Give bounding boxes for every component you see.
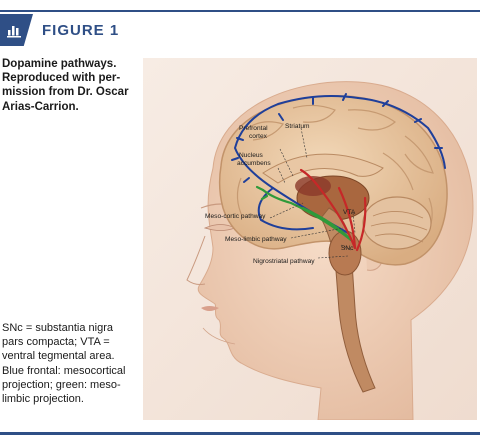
label-snc: SNc xyxy=(341,245,354,252)
bar-chart-icon xyxy=(7,26,21,38)
footnote-line: projection; green: meso- xyxy=(2,378,121,391)
footnote-line: SNc = substantia nigra xyxy=(2,322,113,334)
figure-caption: Dopamine pathways. Reproduced with per- … xyxy=(2,57,132,114)
label-nigrostriatal-pathway: Nigrostriatal pathway xyxy=(253,258,315,265)
footnote-line: pars compacta; VTA = xyxy=(2,336,110,349)
lips xyxy=(201,306,219,311)
label-mesocortic-pathway: Meso-cortic pathway xyxy=(205,213,266,220)
caption-line: Reproduced with per- xyxy=(2,72,121,85)
mesolimbic-pathway xyxy=(255,185,353,242)
label-prefrontal-cortex: Prefrontal xyxy=(239,125,268,132)
caption-line: mission from Dr. Oscar xyxy=(2,86,129,99)
brain-illustration: Prefrontal cortex Striatum Nucleus accum… xyxy=(143,58,477,420)
nigrostriatal-pathway xyxy=(299,168,367,252)
label-nucleus-accumbens: accumbens xyxy=(237,160,271,167)
label-mesolimbic-pathway: Meso-limbic pathway xyxy=(225,236,287,243)
caption-line: Arias-Carrion. xyxy=(2,100,79,113)
top-rule xyxy=(0,10,480,12)
footnote-line: limbic projection. xyxy=(2,393,84,406)
footnote-line: Blue frontal: mesocortical xyxy=(2,364,126,377)
label-nucleus-accumbens: Nucleus xyxy=(239,152,264,159)
figure-title: FIGURE 1 xyxy=(42,22,120,39)
chin-line xyxy=(202,327,236,345)
nose xyxy=(186,235,206,285)
pons xyxy=(328,230,362,276)
mesocortical-pathway xyxy=(231,93,446,234)
footnote-line: ventral tegmental area. xyxy=(2,350,115,363)
bottom-rule xyxy=(0,432,480,435)
label-striatum: Striatum xyxy=(285,123,310,130)
caption-line: Dopamine pathways. xyxy=(2,58,117,70)
figure-footnote: SNc = substantia nigra pars compacta; VT… xyxy=(2,321,132,406)
figure-badge xyxy=(0,14,33,46)
label-vta: VTA xyxy=(343,209,356,216)
label-prefrontal-cortex: cortex xyxy=(249,133,268,140)
corpus-callosum xyxy=(262,153,384,184)
